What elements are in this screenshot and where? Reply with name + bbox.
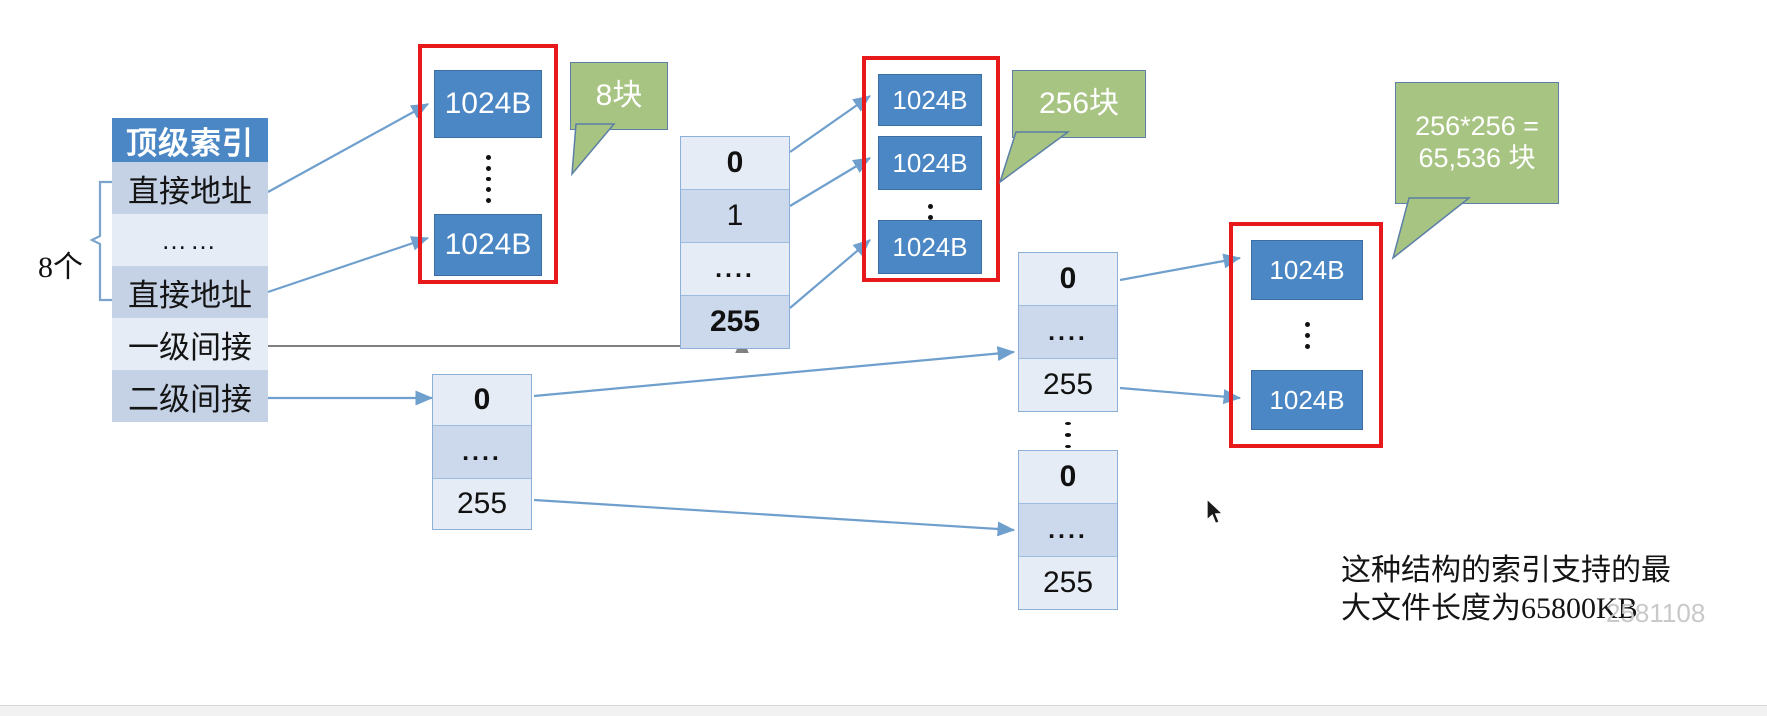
block-group-double-indirect: 1024B 1024B (1229, 222, 1383, 448)
callout-65536-blocks-body: 256*256 = 65,536 块 (1395, 82, 1559, 204)
pointer-row-ellipsis: .... (1048, 317, 1088, 346)
mouse-cursor-icon (1206, 498, 1225, 525)
block-1024b: 1024B (1251, 240, 1363, 300)
top-level-index-table: 顶级索引 直接地址 …… 直接地址 一级间接 二级间接 (112, 118, 268, 422)
pointer-row[interactable]: 255 (1042, 368, 1094, 401)
block-group-direct: 1024B 1024B (418, 44, 558, 284)
bottom-bar (0, 705, 1767, 716)
block-1024b: 1024B (878, 136, 982, 190)
pointer-row[interactable]: .... (1019, 504, 1117, 557)
watermark: 2581108 (1606, 598, 1706, 628)
index-row-direct-n[interactable]: 直接地址 (112, 266, 268, 318)
callout-256-blocks-body: 256块 (1012, 70, 1146, 138)
vertical-ellipsis-icon (1060, 418, 1076, 452)
second-level-sub-table-last: 0 .... 255 (1018, 450, 1118, 610)
vertical-ellipsis-icon (1299, 318, 1315, 352)
second-level-sub-table-first: 0 .... 255 (1018, 252, 1118, 412)
callout-8-blocks: 8块 (570, 62, 668, 177)
pointer-row[interactable]: 255 (456, 487, 508, 520)
index-table-header: 顶级索引 (112, 118, 268, 162)
block-1024b: 1024B (1251, 370, 1363, 430)
pointer-row[interactable]: .... (681, 243, 789, 296)
block-1024b: 1024B (434, 70, 542, 138)
block-group-single-indirect: 1024B 1024B 1024B (862, 56, 1000, 282)
pointer-row[interactable]: 255 (681, 296, 789, 348)
caption-line-2: 大文件长度为65800KB (1341, 591, 1638, 625)
top-bar (0, 0, 1767, 8)
pointer-row[interactable]: 0 (433, 375, 531, 426)
index-row-single-indirect[interactable]: 一级间接 (112, 318, 268, 370)
index-row-ellipsis: …… (112, 214, 268, 266)
pointer-row[interactable]: 0 (681, 137, 789, 190)
caption-text: 这种结构的索引支持的最 大文件长度为65800KB (1341, 552, 1761, 627)
pointer-row-ellipsis: .... (715, 254, 755, 283)
caption-line-1: 这种结构的索引支持的最 (1341, 554, 1671, 587)
pointer-row[interactable]: .... (1019, 306, 1117, 359)
second-level-index-table: 0 .... 255 (432, 374, 532, 530)
block-1024b: 1024B (434, 214, 542, 276)
pointer-row[interactable]: 0 (1019, 451, 1117, 504)
vertical-ellipsis-icon (480, 152, 496, 206)
first-level-pointer-table: 0 1 .... 255 (680, 136, 790, 349)
pointer-row-ellipsis: .... (462, 437, 502, 466)
group-count-label: 8个 (38, 251, 83, 284)
block-1024b: 1024B (878, 74, 982, 126)
pointer-row-ellipsis: .... (1048, 515, 1088, 544)
callout-65536-blocks: 256*256 = 65,536 块 (1391, 82, 1559, 262)
callout-256-blocks: 256块 (998, 70, 1146, 184)
index-row-double-indirect[interactable]: 二级间接 (112, 370, 268, 422)
callout-8-blocks-body: 8块 (570, 62, 668, 130)
block-1024b: 1024B (878, 220, 982, 274)
pointer-row[interactable]: .... (433, 426, 531, 479)
pointer-row[interactable]: 0 (1019, 253, 1117, 306)
pointer-row[interactable]: 255 (1042, 566, 1094, 599)
index-row-direct-1[interactable]: 直接地址 (112, 162, 268, 214)
pointer-row[interactable]: 1 (681, 190, 789, 243)
index-row-ellipsis-label: …… (161, 224, 219, 255)
